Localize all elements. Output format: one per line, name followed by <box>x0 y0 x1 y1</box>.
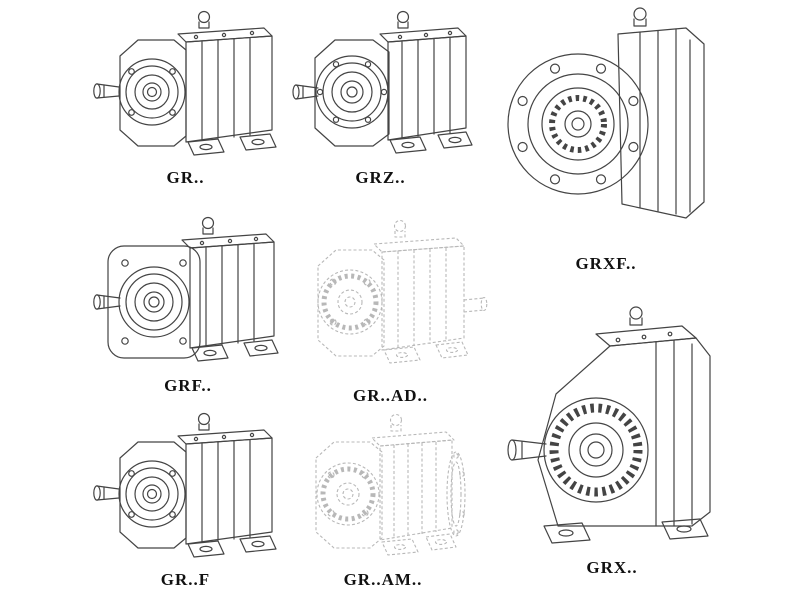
grx-gearbox-illustration <box>507 306 711 544</box>
figure-label: GRZ.. <box>355 168 406 187</box>
grad-gearbox-illustration <box>317 219 488 364</box>
housing <box>317 219 465 357</box>
figure-grff: GR..F <box>88 408 283 590</box>
figure-label: GR..AD.. <box>352 386 429 405</box>
housing <box>537 306 711 527</box>
figure-grad: GR..AD.. <box>288 214 493 406</box>
figure-label: GRXF.. <box>575 254 637 273</box>
mounting-feet <box>383 341 469 364</box>
figure-gr: GR.. <box>88 6 283 188</box>
adapter-gear-face <box>316 462 380 526</box>
housing <box>119 412 273 549</box>
mounting-feet <box>191 339 279 362</box>
figure-label: GRF.. <box>164 376 212 395</box>
gram-gearbox-illustration <box>315 413 466 556</box>
grz-gearbox-illustration <box>292 10 473 154</box>
mounting-feet <box>187 133 277 156</box>
housing <box>315 413 455 549</box>
motor-flange <box>446 451 466 537</box>
figure-grf: GRF.. <box>88 212 288 396</box>
front-face <box>118 58 186 126</box>
flange <box>107 245 201 359</box>
input-shaft <box>93 294 121 310</box>
finned-face <box>543 397 649 503</box>
input-shaft <box>463 296 488 313</box>
housing <box>181 216 275 349</box>
housing <box>617 7 705 219</box>
housing <box>314 10 467 147</box>
output-gear <box>549 95 607 153</box>
front-face <box>315 55 389 129</box>
grff-gearbox-illustration <box>93 412 277 558</box>
figure-grx: GRX.. <box>498 300 726 578</box>
adapter-gear-face <box>317 269 383 335</box>
mounting-feet <box>389 131 473 154</box>
figure-label: GR.. <box>166 168 205 187</box>
figure-gram: GR..AM.. <box>288 408 478 590</box>
figure-label: GRX.. <box>586 558 638 577</box>
input-shaft <box>292 84 319 100</box>
mounting-feet <box>187 535 277 558</box>
input-shaft <box>507 439 547 461</box>
figure-label: GR..F <box>160 570 211 589</box>
flange <box>507 53 649 195</box>
mounting-feet <box>381 533 457 556</box>
input-shaft <box>93 83 120 99</box>
grf-gearbox-illustration <box>93 216 279 362</box>
figure-label: GR..AM.. <box>343 570 423 589</box>
gr-gearbox-illustration <box>93 10 277 156</box>
front-face <box>118 460 186 528</box>
figure-grxf: GRXF.. <box>492 2 720 274</box>
input-shaft <box>93 485 120 501</box>
front-face <box>118 266 190 338</box>
housing <box>119 10 273 147</box>
mounting-feet <box>543 518 709 544</box>
grxf-gearbox-illustration <box>507 7 705 219</box>
figure-grz: GRZ.. <box>288 6 473 188</box>
